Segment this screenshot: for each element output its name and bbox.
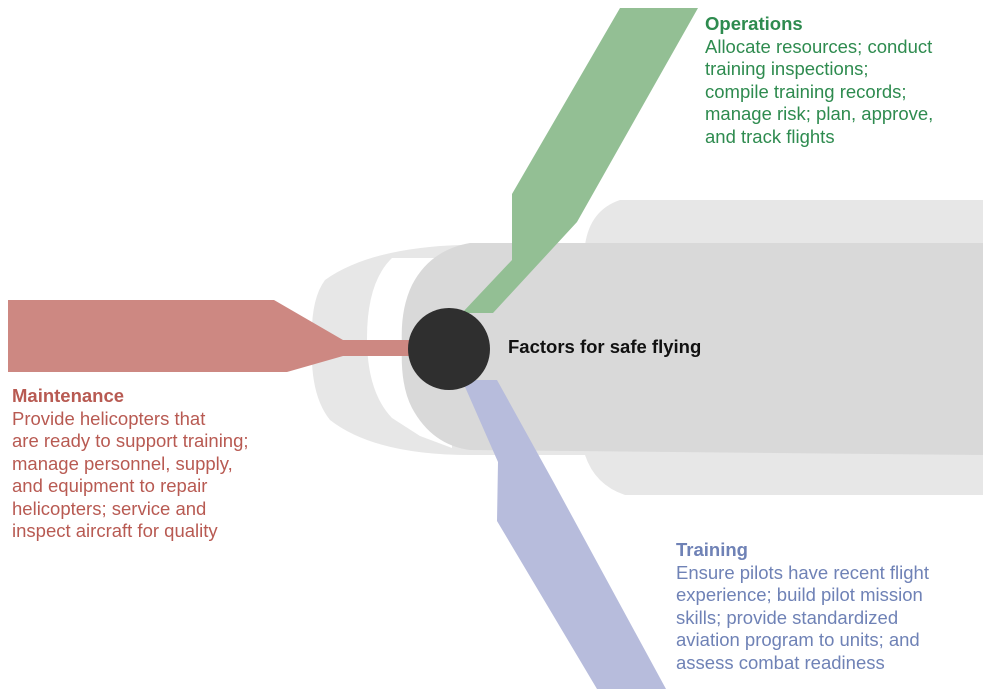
training-line: assess combat readiness xyxy=(676,651,885,673)
maintenance-line: are ready to support training; xyxy=(12,430,249,451)
training-line: aviation program to units; and xyxy=(676,629,920,650)
training-blade xyxy=(462,380,666,689)
maintenance-title: Maintenance xyxy=(12,385,125,406)
maintenance-line: and equipment to repair xyxy=(12,475,208,496)
operations-line: Allocate resources; conduct xyxy=(705,35,933,57)
training-title: Training xyxy=(676,539,748,560)
operations-title: Operations xyxy=(705,13,803,34)
helicopter-body xyxy=(401,243,983,455)
operations-blade xyxy=(462,8,698,313)
maintenance-line: Provide helicopters that xyxy=(12,407,206,429)
maintenance-line: manage personnel, supply, xyxy=(12,452,233,474)
rotor-hub xyxy=(408,308,490,390)
operations-line: and track flights xyxy=(705,125,835,147)
training-line: Ensure pilots have recent flight xyxy=(676,561,929,583)
maintenance-line: helicopters; service and xyxy=(12,497,207,519)
training-text-block: Training Ensure pilots have recent fligh… xyxy=(676,539,929,674)
maintenance-text-block: Maintenance Provide helicopters that are… xyxy=(12,385,249,543)
center-label: Factors for safe flying xyxy=(508,336,702,357)
maintenance-line: inspect aircraft for quality xyxy=(12,520,218,541)
operations-line: training inspections; xyxy=(705,58,869,79)
maintenance-blade xyxy=(8,300,412,372)
training-line: skills; provide standardized xyxy=(676,606,899,628)
operations-text-block: Operations Allocate resources; conduct t… xyxy=(705,13,933,148)
operations-line: compile training records; xyxy=(705,80,907,102)
operations-line: manage risk; plan, approve, xyxy=(705,103,934,124)
training-line: experience; build pilot mission xyxy=(676,584,923,605)
